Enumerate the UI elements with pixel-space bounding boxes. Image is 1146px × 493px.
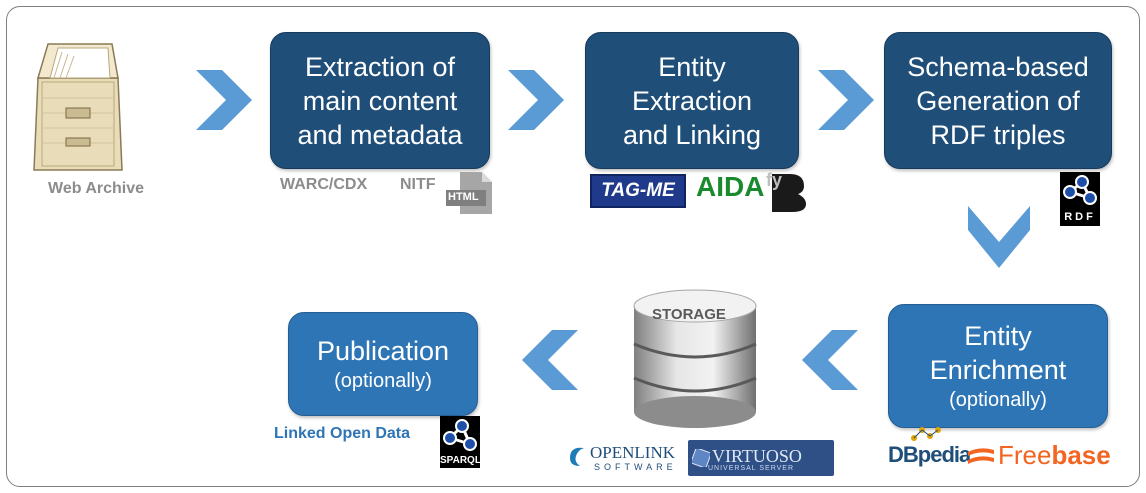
freebase-base-text: base	[1051, 440, 1111, 470]
step-text: Extraction	[631, 85, 753, 116]
virtuoso-logo: VIRTUOSO UNIVERSAL SERVER	[688, 440, 834, 476]
database-storage-icon	[633, 289, 757, 428]
nitf-label: NITF	[400, 176, 436, 193]
step-text: Enrichment	[929, 355, 1067, 385]
freebase-free-text: Free	[998, 440, 1052, 470]
html-file-icon: HTML	[446, 172, 492, 214]
step-entity-enrichment: Entity Enrichment (optionally)	[888, 304, 1108, 428]
step-text: Entity	[964, 321, 1032, 351]
arrow-left-2	[522, 330, 578, 390]
arrow-right-3	[818, 70, 874, 130]
step-text: Extraction of	[304, 51, 456, 82]
step-text: and metadata	[297, 119, 463, 150]
virtuoso-text: VIRTUOSO	[712, 446, 802, 466]
arrow-left-1	[802, 330, 858, 390]
step-text: Schema-based	[907, 51, 1089, 82]
linked-open-data-label: Linked Open Data	[274, 425, 411, 442]
arrow-right-1	[196, 70, 252, 130]
step-text: Entity	[658, 51, 726, 82]
freebase-mark-icon	[968, 448, 994, 464]
sparql-logo: SPARQL	[440, 416, 481, 468]
fy-logo: fy	[764, 168, 808, 212]
step-note: (optionally)	[334, 370, 432, 392]
file-cabinet-icon	[33, 43, 123, 171]
web-archive-label: Web Archive	[48, 180, 145, 197]
sparql-logo-text: SPARQL	[440, 455, 481, 466]
step-text: and Linking	[622, 119, 762, 150]
tagme-logo: TAG-ME	[590, 174, 686, 208]
rdf-logo: RDF	[1060, 172, 1100, 226]
freebase-logo: Freebase	[998, 440, 1111, 471]
step-text: main content	[302, 85, 458, 116]
arrow-right-2	[508, 70, 564, 130]
step-text: RDF triples	[930, 119, 1066, 150]
universal-server-text: UNIVERSAL SERVER	[708, 465, 795, 472]
step-text: Publication	[316, 336, 450, 366]
dbpedia-logo: DBpedia	[888, 442, 971, 467]
step-rdf-generation: Schema-based Generation of RDF triples	[884, 32, 1112, 169]
step-note: (optionally)	[949, 389, 1047, 411]
rdf-logo-text: RDF	[1064, 211, 1096, 223]
step-publication: Publication (optionally)	[288, 312, 478, 416]
html-file-label: HTML	[448, 191, 479, 203]
step-entity-extraction: Entity Extraction and Linking	[585, 32, 799, 169]
aida-logo: AIDA	[696, 171, 765, 202]
step-text: Generation of	[916, 85, 1080, 116]
storage-label: STORAGE	[652, 306, 726, 323]
fy-logo-text: fy	[766, 170, 783, 190]
dbpedia-nodes-icon	[911, 427, 941, 441]
openlink-logo: OPENLINK	[590, 443, 675, 462]
step-content-extraction: Extraction of main content and metadata	[270, 32, 490, 169]
arrow-down	[968, 206, 1030, 268]
warc-cdx-label: WARC/CDX	[280, 176, 368, 193]
openlink-swirl-icon	[570, 447, 584, 466]
openlink-software-text: SOFTWARE	[594, 462, 677, 472]
